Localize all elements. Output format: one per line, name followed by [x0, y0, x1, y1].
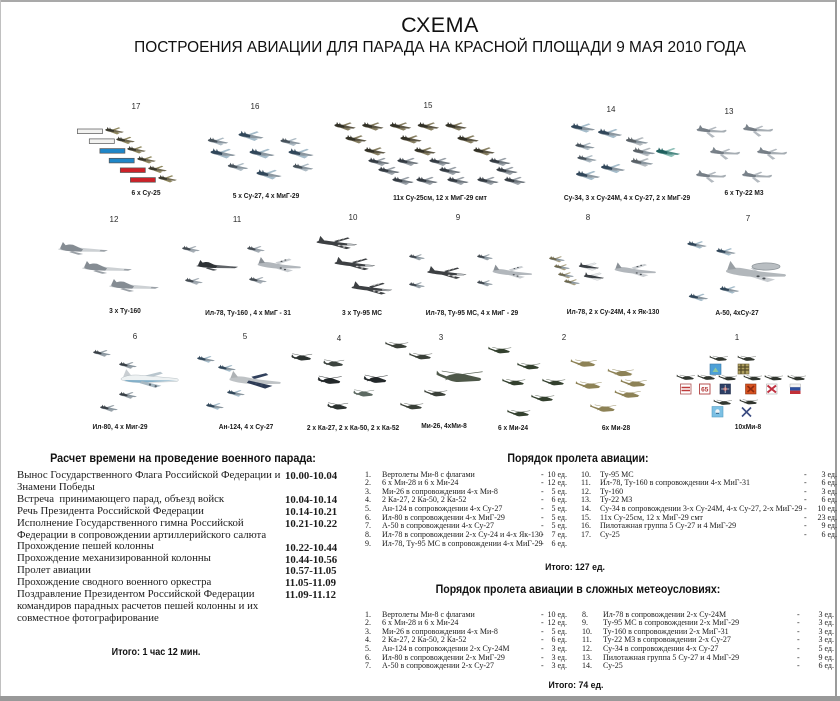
svg-text:65: 65 — [701, 387, 709, 394]
